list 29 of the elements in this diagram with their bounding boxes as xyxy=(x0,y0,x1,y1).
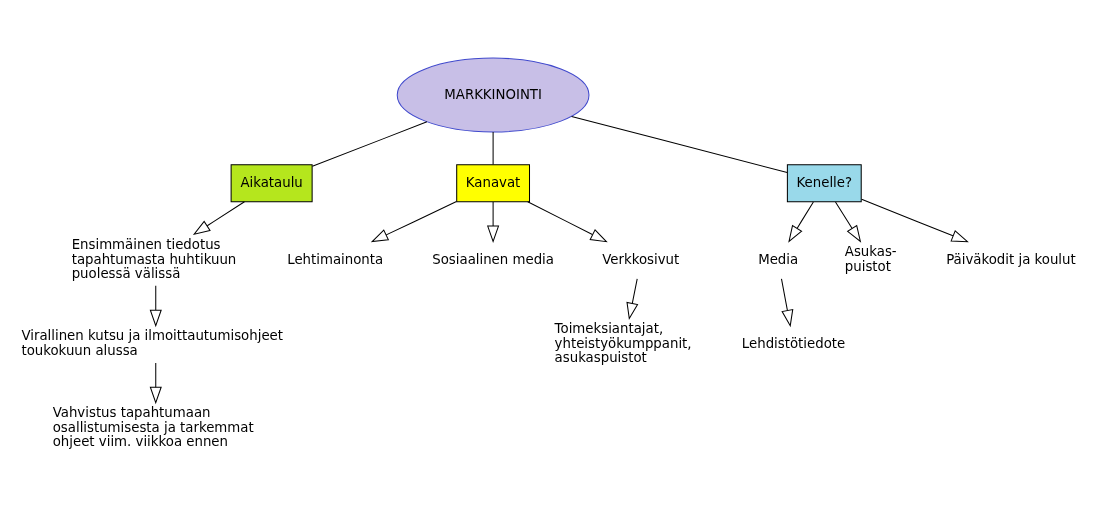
node-text: Media xyxy=(758,251,799,267)
node-text: Päiväkodit ja koulut xyxy=(946,251,1076,267)
node-text: Virallinen kutsu ja ilmoittautumisohjeet toukokuun alussa xyxy=(21,328,284,358)
arrow xyxy=(192,201,245,236)
node-text: Vahvistus tapahtumaan osallistumisesta ja tarkemmat ohjeet viim. viikkoa ennen xyxy=(52,405,254,450)
arrow xyxy=(788,201,814,243)
node-text: Verkkosivut xyxy=(602,251,680,267)
arrow xyxy=(527,201,608,243)
arrow xyxy=(149,285,162,328)
arrow xyxy=(370,201,457,243)
connector xyxy=(571,115,788,174)
node-text: Lehdistötiedote xyxy=(741,335,846,351)
node-text: Ensimmäinen tiedotus tapahtumasta huhtikuun puolessä välissä xyxy=(71,237,237,281)
node-box: Kenelle? xyxy=(786,164,862,203)
node-box: Kanavat xyxy=(456,164,531,203)
arrow xyxy=(626,278,639,321)
node-text: Lehtimainonta xyxy=(287,251,384,267)
node-text: Sosiaalinen media xyxy=(432,251,554,267)
arrow xyxy=(487,201,500,243)
connector xyxy=(492,131,494,166)
node-ellipse: MARKKINOINTI xyxy=(396,57,590,133)
node-box: Aikataulu xyxy=(230,164,313,203)
arrow xyxy=(780,278,794,328)
node-text: Toimeksiantajat, yhteistyökumppanit, asukaspuistot xyxy=(554,321,692,366)
arrow xyxy=(834,201,862,243)
connector xyxy=(311,121,428,167)
arrow xyxy=(149,362,162,405)
node-text: Asukas- puistot xyxy=(844,244,897,274)
arrow xyxy=(861,198,969,243)
